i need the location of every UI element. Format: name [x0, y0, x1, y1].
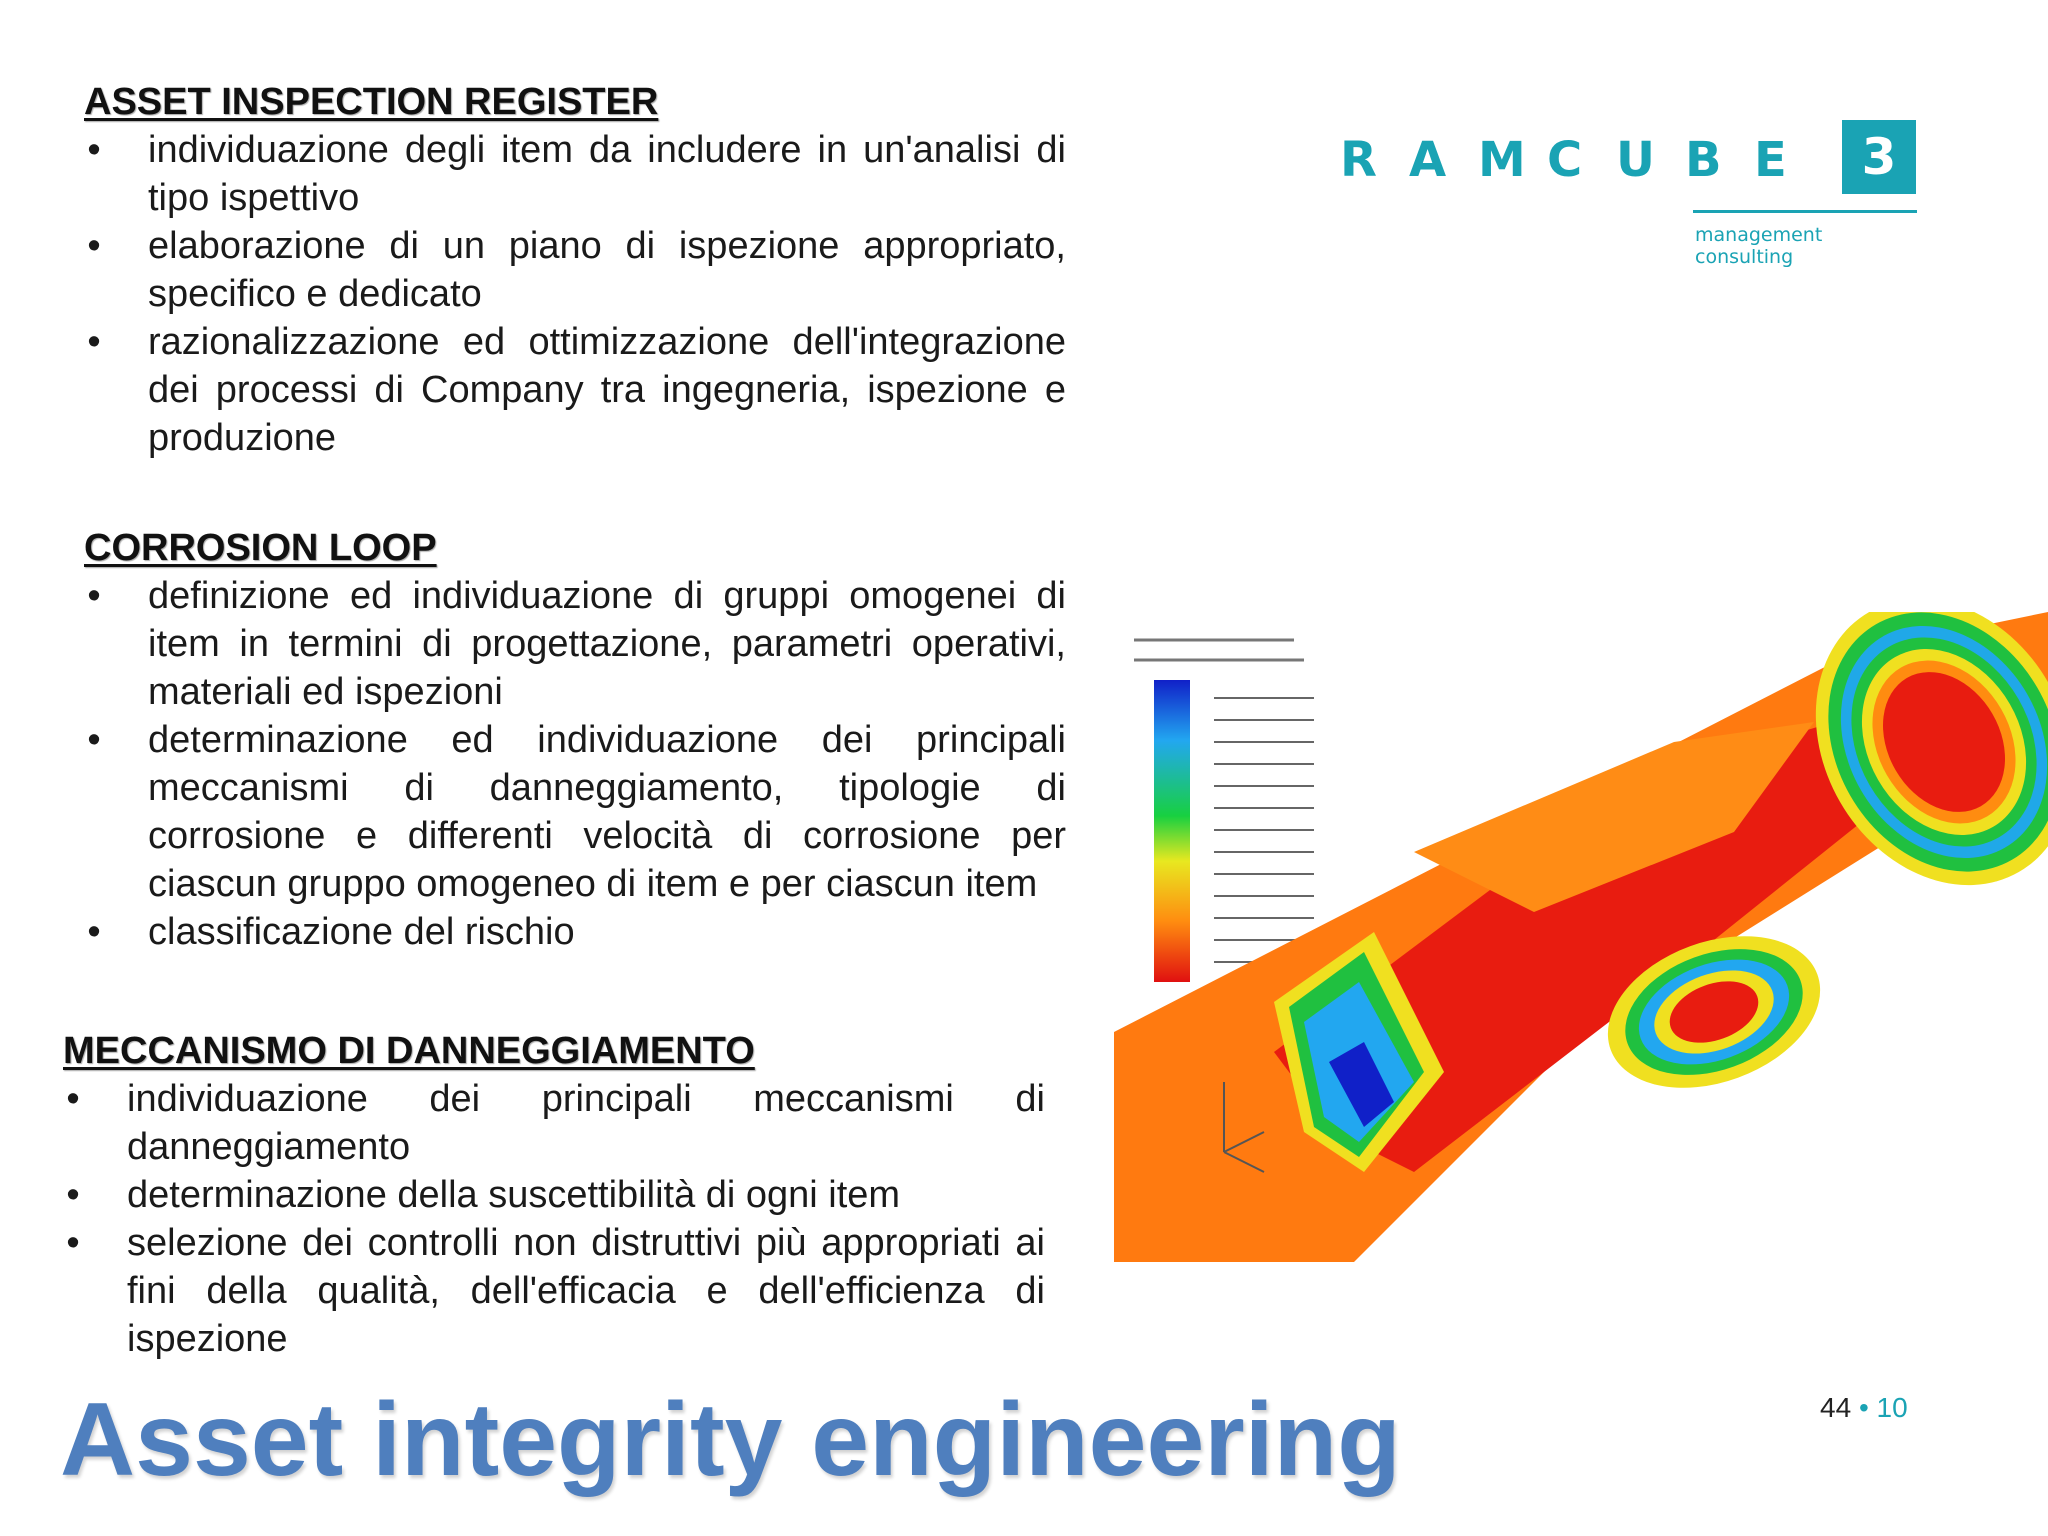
- list-item: •determinazione ed individuazione dei pr…: [84, 716, 1066, 908]
- list-item: •elaborazione di un piano di ispezione a…: [84, 222, 1066, 318]
- bullet-icon: •: [87, 321, 101, 363]
- bullet-icon: •: [66, 1222, 80, 1264]
- section-heading: ASSET INSPECTION REGISTER: [84, 81, 659, 123]
- page-separator: •: [1858, 1392, 1869, 1423]
- list-item: •classificazione del rischio: [84, 908, 1066, 956]
- list-item: •selezione dei controlli non distruttivi…: [63, 1219, 1045, 1363]
- section-asset-inspection-register: ASSET INSPECTION REGISTER •individuazion…: [84, 78, 1066, 462]
- contour-legend: [1134, 638, 1314, 985]
- list-item: •individuazione dei principali meccanism…: [63, 1075, 1045, 1171]
- axis-triad: [1223, 1082, 1265, 1173]
- bullet-icon: •: [87, 575, 101, 617]
- bullet-icon: •: [87, 225, 101, 267]
- bullet-icon: •: [87, 719, 101, 761]
- section-heading: CORROSION LOOP: [84, 527, 437, 569]
- fea-stress-contour-image: [1114, 612, 2048, 1262]
- bullet-icon: •: [87, 129, 101, 171]
- list-item: •determinazione della suscettibilità di …: [63, 1171, 1045, 1219]
- section-meccanismo-di-danneggiamento: MECCANISMO DI DANNEGGIAMENTO •individuaz…: [63, 1027, 1045, 1363]
- list-item: •razionalizzazione ed ottimizzazione del…: [84, 318, 1066, 462]
- logo-number-box: 3: [1842, 120, 1916, 194]
- bullet-list: •individuazione dei principali meccanism…: [63, 1075, 1045, 1363]
- page-number: 44 • 10: [1820, 1392, 1908, 1424]
- list-item: •definizione ed individuazione di gruppi…: [84, 572, 1066, 716]
- section-corrosion-loop: CORROSION LOOP •definizione ed individua…: [84, 524, 1066, 956]
- bullet-icon: •: [87, 911, 101, 953]
- list-item: •individuazione degli item da includere …: [84, 126, 1066, 222]
- slide-title: Asset integrity engineering: [60, 1382, 1401, 1498]
- logo-tagline: management consulting: [1695, 224, 1823, 268]
- bullet-icon: •: [66, 1078, 80, 1120]
- end-cap: [1815, 612, 2048, 886]
- saddle-support: [1274, 932, 1444, 1172]
- section-heading: MECCANISMO DI DANNEGGIAMENTO: [63, 1030, 755, 1072]
- nozzle: [1607, 936, 1821, 1088]
- page-total: 10: [1876, 1392, 1908, 1423]
- bullet-list: •definizione ed individuazione di gruppi…: [84, 572, 1066, 956]
- bullet-icon: •: [66, 1174, 80, 1216]
- logo-divider: [1693, 210, 1917, 213]
- bullet-list: •individuazione degli item da includere …: [84, 126, 1066, 462]
- page-current: 44: [1820, 1392, 1852, 1423]
